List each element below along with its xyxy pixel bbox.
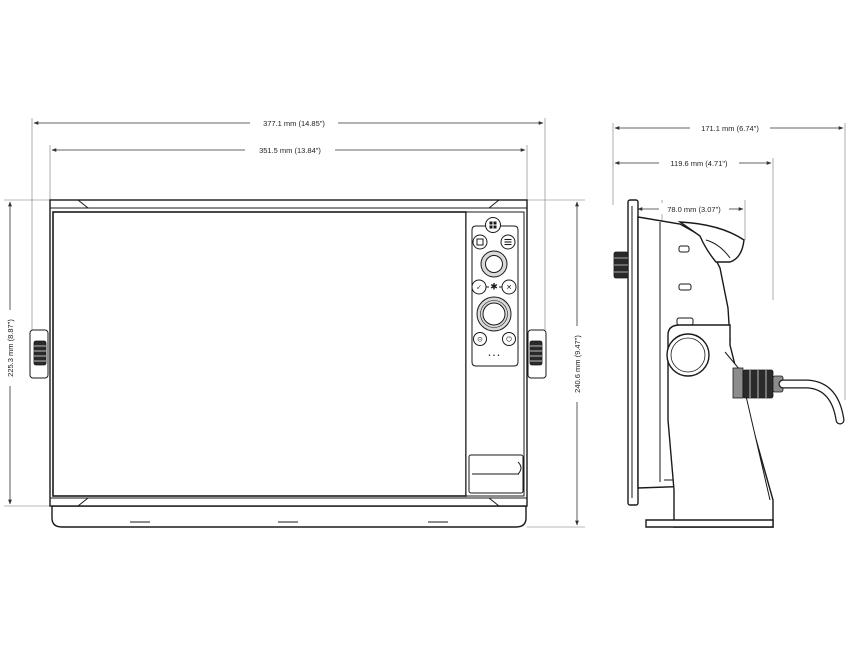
ok-check-button[interactable]: ✓ [471,279,487,295]
screen-width-label: 351.5 mm (13.84") [259,146,321,155]
grid-icon [489,221,497,229]
power-icon: ⏻ [506,336,512,344]
display-screen [52,211,467,497]
square-icon [476,238,484,246]
waypoint-star-icon: ✱ [490,283,498,293]
side-base-foot [645,519,774,528]
right-mounting-knob [527,329,547,379]
cancel-close-button[interactable]: ✕ [501,279,517,295]
menu-button[interactable] [500,234,516,250]
indicator-dots: • • • [488,353,500,359]
bracket-base [51,505,527,528]
close-icon: ✕ [506,284,512,292]
pin-icon: ⊙ [477,336,483,344]
side-bracket-knob [666,333,710,377]
side-bracket-depth-label: 119.6 mm (4.71") [670,159,728,168]
side-unit-depth-label: 78.0 mm (3.07") [667,205,721,214]
menu-icon [504,238,512,246]
pages-button[interactable] [472,234,488,250]
home-grid-button[interactable] [485,217,501,233]
side-overall-depth-label: 171.1 mm (6.74") [701,124,759,133]
overall-height-label: 240.6 mm (9.47") [573,335,582,393]
pin-button[interactable]: ⊙ [473,332,487,346]
lower-rotary-knob[interactable] [476,296,512,332]
front-view: 377.1 mm (14.85") 351.5 mm (13.84") 225.… [4,117,585,528]
front-height-label: 225.3 mm (8.87") [6,319,15,377]
cable-connector [732,367,845,425]
side-front-plate [627,199,639,506]
waypoint-button[interactable]: ✱ [486,281,502,293]
side-view: 171.1 mm (6.74") 119.6 mm (4.71") 78.0 m… [612,122,846,528]
overall-width-label: 377.1 mm (14.85") [263,119,325,128]
left-mounting-knob [29,329,49,379]
check-icon: ✓ [476,284,482,292]
upper-rotary-knob[interactable] [480,250,508,278]
side-knob [613,251,629,279]
power-button[interactable]: ⏻ [502,332,516,346]
